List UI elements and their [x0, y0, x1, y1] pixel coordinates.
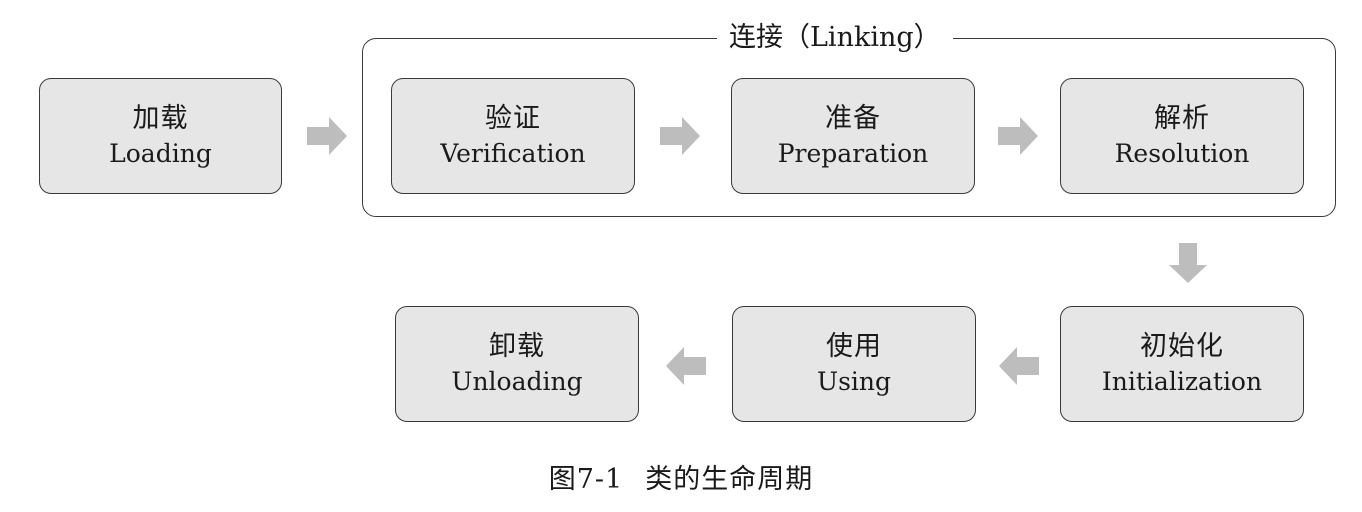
stage-unloading-zh: 卸载	[489, 330, 545, 362]
stage-initialization-zh: 初始化	[1140, 330, 1224, 362]
arrow-preparation-to-resolution-icon	[996, 114, 1040, 158]
stage-verification-zh: 验证	[485, 102, 541, 134]
stage-verification-en: Verification	[440, 139, 586, 169]
stage-resolution-zh: 解析	[1154, 102, 1210, 134]
stage-resolution: 解析 Resolution	[1060, 78, 1304, 194]
stage-unloading-en: Unloading	[451, 367, 583, 397]
stage-loading-en: Loading	[109, 139, 212, 169]
stage-resolution-en: Resolution	[1114, 139, 1250, 169]
stage-loading-zh: 加载	[132, 102, 189, 134]
stage-preparation-zh: 准备	[825, 102, 881, 134]
figure-caption: 图7-1 类的生命周期	[0, 462, 1362, 498]
arrow-loading-to-verification-icon	[305, 114, 349, 158]
stage-using-zh: 使用	[826, 330, 882, 362]
arrow-using-to-unloading-icon	[664, 344, 708, 388]
arrow-resolution-to-initialization-icon	[1166, 241, 1210, 285]
linking-group-title: 连接（Linking）	[717, 20, 953, 56]
stage-using: 使用 Using	[732, 306, 976, 422]
figure-title: 类的生命周期	[645, 464, 814, 495]
stage-verification: 验证 Verification	[391, 78, 635, 194]
stage-unloading: 卸载 Unloading	[395, 306, 639, 422]
arrow-verification-to-preparation-icon	[658, 114, 702, 158]
stage-preparation-en: Preparation	[777, 139, 929, 169]
figure-number: 图7-1	[548, 464, 624, 495]
stage-loading: 加载 Loading	[39, 78, 282, 194]
stage-using-en: Using	[817, 367, 891, 397]
stage-initialization-en: Initialization	[1101, 367, 1263, 397]
stage-preparation: 准备 Preparation	[731, 78, 975, 194]
arrow-initialization-to-using-icon	[997, 344, 1041, 388]
stage-initialization: 初始化 Initialization	[1060, 306, 1304, 422]
